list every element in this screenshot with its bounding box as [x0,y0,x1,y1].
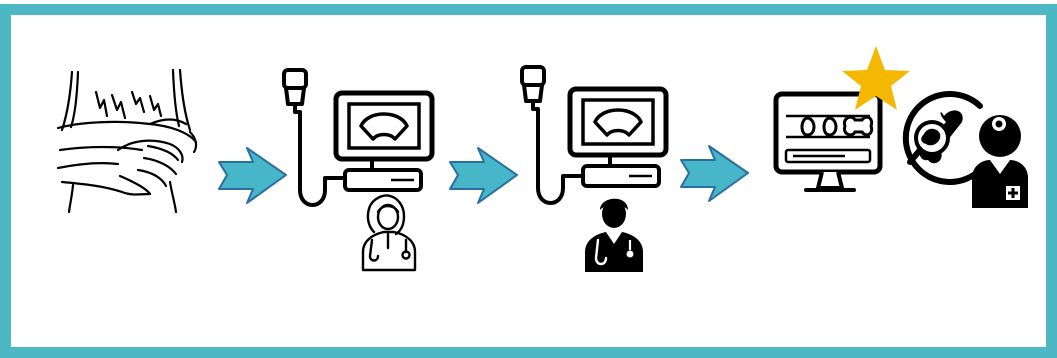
ultrasound-machine-icon [522,67,666,203]
male-physician-icon [585,199,643,272]
arrow-right-icon [219,148,286,203]
ultrasound-machine-icon [284,70,432,205]
magnifier-bone-icon [906,94,980,182]
arrow-right-icon [681,146,748,201]
arrow-right-icon [450,148,517,203]
abdominal-pain-icon [58,70,196,212]
radiology-monitor-icon [776,94,880,190]
radiologist-icon [972,115,1028,208]
female-sonographer-icon [363,195,415,270]
